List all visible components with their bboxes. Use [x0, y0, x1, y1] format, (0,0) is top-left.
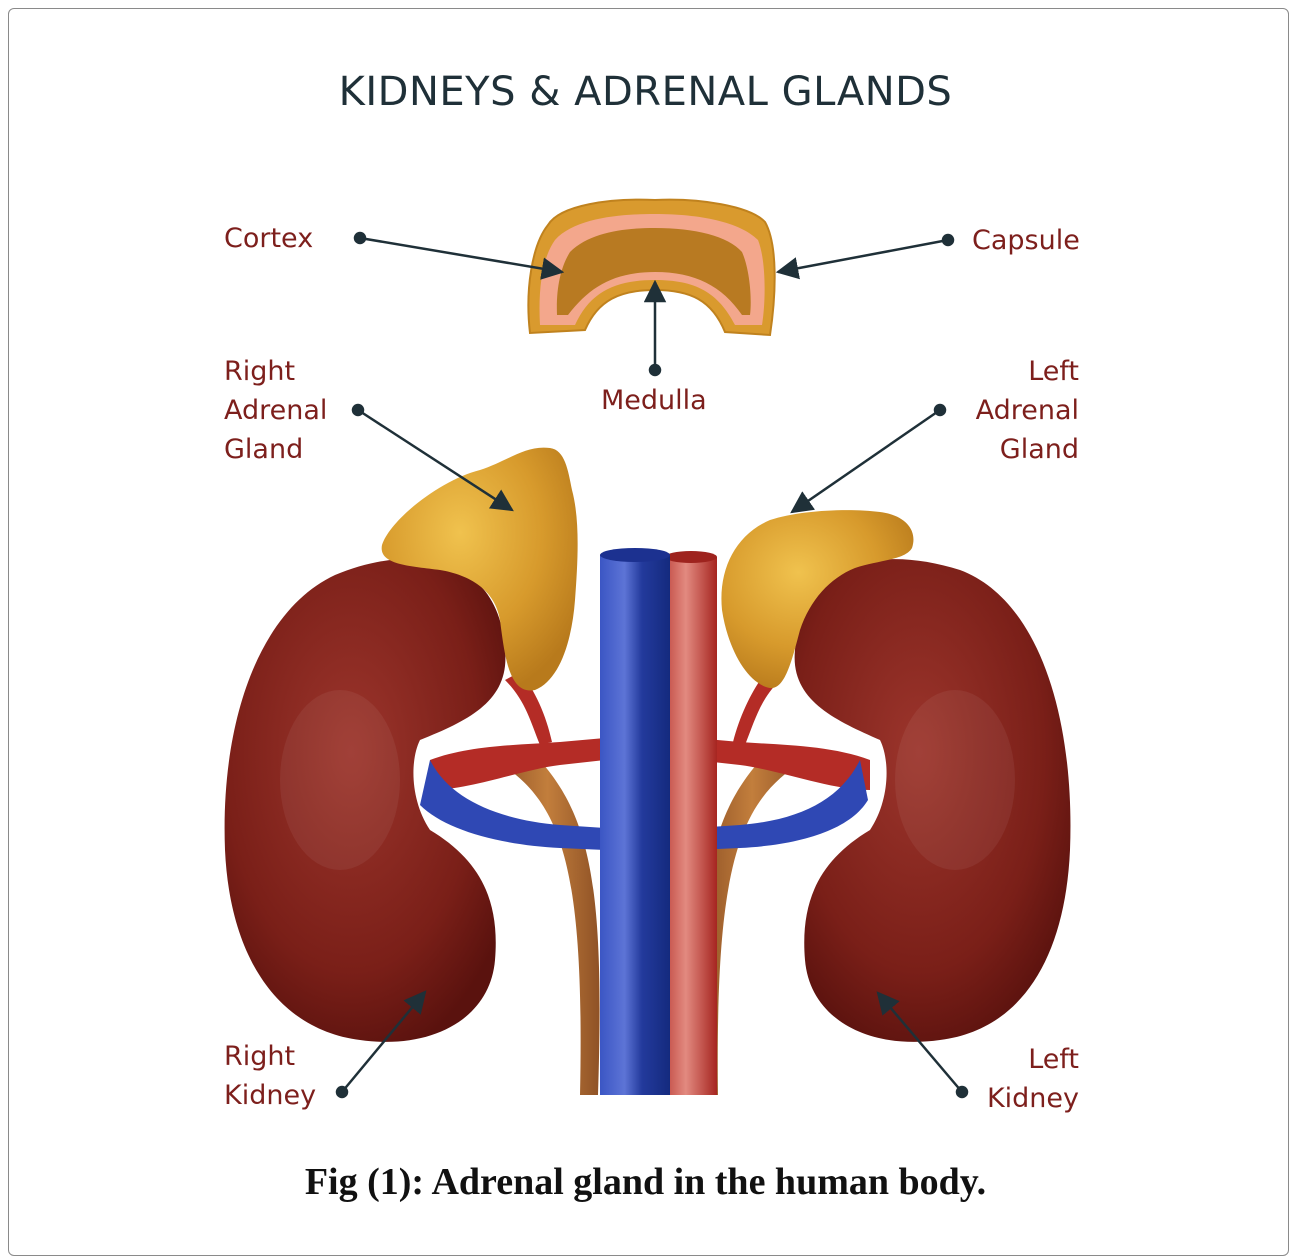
capsule-pointer	[778, 240, 948, 272]
label-line: Left	[976, 352, 1079, 391]
great-vessels	[600, 548, 717, 1095]
label-line: Gland	[976, 430, 1079, 469]
figure-caption: Fig (1): Adrenal gland in the human body…	[0, 1160, 1291, 1204]
label-right-kidney: Right Kidney	[224, 1037, 316, 1115]
label-line: Right	[224, 1037, 316, 1076]
label-line: Right	[224, 352, 327, 391]
label-cortex-text: Cortex	[224, 219, 313, 258]
label-right-adrenal-gland: Right Adrenal Gland	[224, 352, 327, 469]
label-line: Adrenal	[976, 391, 1079, 430]
label-line: Kidney	[224, 1076, 316, 1115]
adrenal-cross-section	[528, 200, 774, 335]
left-adrenal-pointer	[792, 410, 940, 512]
label-medulla-text: Medulla	[601, 381, 707, 420]
label-left-kidney: Left Kidney	[987, 1040, 1079, 1118]
label-line: Gland	[224, 430, 327, 469]
label-medulla: Medulla	[601, 381, 707, 420]
label-left-adrenal-gland: Left Adrenal Gland	[976, 352, 1079, 469]
cortex-pointer	[360, 238, 562, 272]
label-cortex: Cortex	[224, 219, 313, 258]
label-line: Left	[987, 1040, 1079, 1079]
label-line: Kidney	[987, 1079, 1079, 1118]
label-capsule: Capsule	[972, 221, 1080, 260]
label-capsule-text: Capsule	[972, 221, 1080, 260]
label-line: Adrenal	[224, 391, 327, 430]
